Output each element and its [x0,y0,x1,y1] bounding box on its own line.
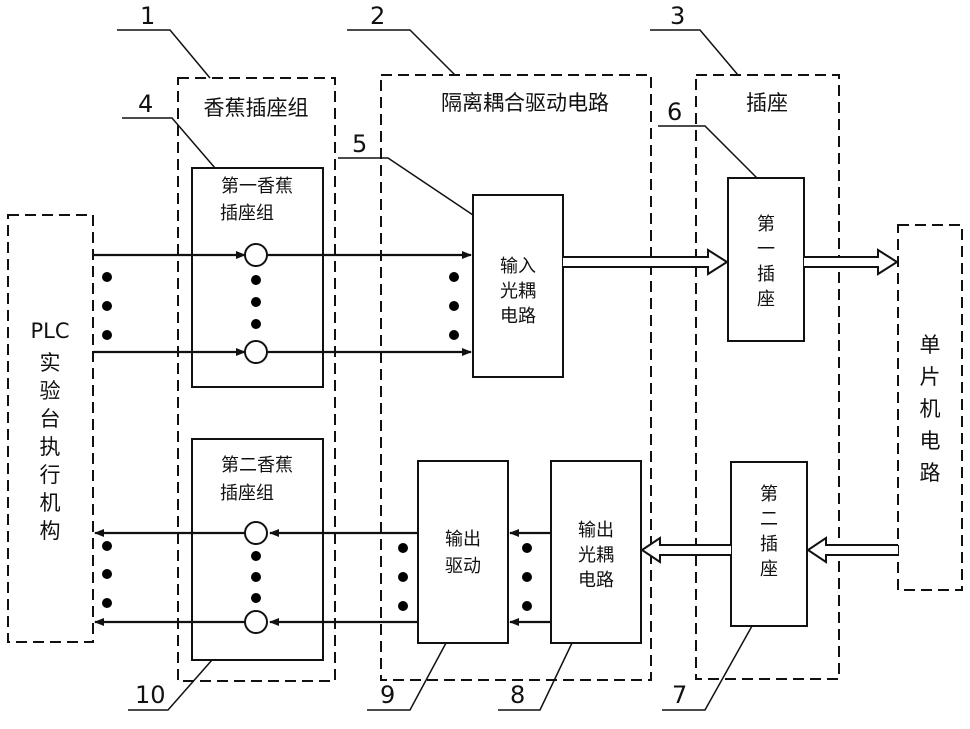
svg-text:二: 二 [760,509,778,530]
leader-4 [122,118,215,168]
svg-text:第: 第 [757,214,775,235]
plc-label-latin: PLC [30,319,69,343]
mcu-label-vertical: 单 片 机 电 路 [920,333,941,485]
svg-text:路: 路 [920,461,941,485]
leader-6 [658,126,757,178]
input-opto-label: 输入 光耦 电路 [500,256,536,327]
bus-arrow-socket2-to-opto [642,538,731,562]
svg-text:插: 插 [760,534,778,555]
banana-socket-2-top [245,522,267,544]
ref-number-6: 6 [667,98,682,126]
svg-text:片: 片 [920,365,941,389]
banana-socket-1-top [245,244,267,266]
second-banana-label-2: 插座组 [220,483,274,504]
svg-text:电路: 电路 [500,306,536,327]
svg-text:电路: 电路 [578,570,614,591]
first-banana-label-2: 插座组 [220,203,274,224]
svg-text:光耦: 光耦 [500,281,536,302]
svg-text:验: 验 [40,379,61,403]
bus-arrow-socket1-to-mcu [804,250,897,274]
ref-number-7: 7 [672,681,687,709]
leader-3 [650,30,738,75]
ref-number-1: 1 [140,2,155,30]
socket-title: 插座 [746,91,788,115]
isolation-title: 隔离耦合驱动电路 [441,91,609,115]
ref-number-4: 4 [138,90,153,118]
svg-text:第: 第 [760,484,778,505]
svg-text:插: 插 [757,264,775,285]
svg-text:机: 机 [920,397,941,421]
leader-1 [117,30,210,78]
svg-text:行: 行 [40,463,61,487]
first-banana-label-1: 第一香蕉 [221,176,293,197]
svg-text:实: 实 [40,351,61,375]
ref-number-8: 8 [510,681,525,709]
svg-text:一: 一 [757,239,775,260]
svg-text:单: 单 [920,333,941,357]
svg-text:座: 座 [760,559,778,580]
second-banana-label-1: 第二香蕉 [221,455,293,476]
ref-number-10: 10 [135,681,166,709]
svg-text:驱动: 驱动 [445,556,481,577]
plc-label-vertical: 实 验 台 执 行 机 构 [40,351,61,543]
svg-text:光耦: 光耦 [578,545,614,566]
output-opto-label: 输出 光耦 电路 [578,520,614,591]
leader-9 [367,643,446,710]
ref-number-2: 2 [370,2,385,30]
svg-text:输出: 输出 [445,529,481,550]
bus-arrow-mcu-to-socket2 [808,538,898,562]
banana-socket-1-bottom [245,341,267,363]
output-drive-box [418,461,508,643]
svg-text:台: 台 [40,407,61,431]
ref-number-9: 9 [380,681,395,709]
svg-text:输入: 输入 [500,256,536,277]
bus-arrow-opto-to-socket1 [563,250,727,274]
svg-text:构: 构 [40,519,61,543]
ref-number-3: 3 [670,2,685,30]
svg-text:机: 机 [40,491,61,515]
ref-number-5: 5 [352,130,367,158]
svg-text:执: 执 [40,435,61,459]
svg-text:输出: 输出 [578,520,614,541]
leader-2 [347,30,455,75]
banana-group-title: 香蕉插座组 [204,96,309,120]
banana-socket-2-bottom [245,611,267,633]
svg-text:座: 座 [757,289,775,310]
leader-5 [338,158,473,215]
svg-text:电: 电 [920,429,941,453]
